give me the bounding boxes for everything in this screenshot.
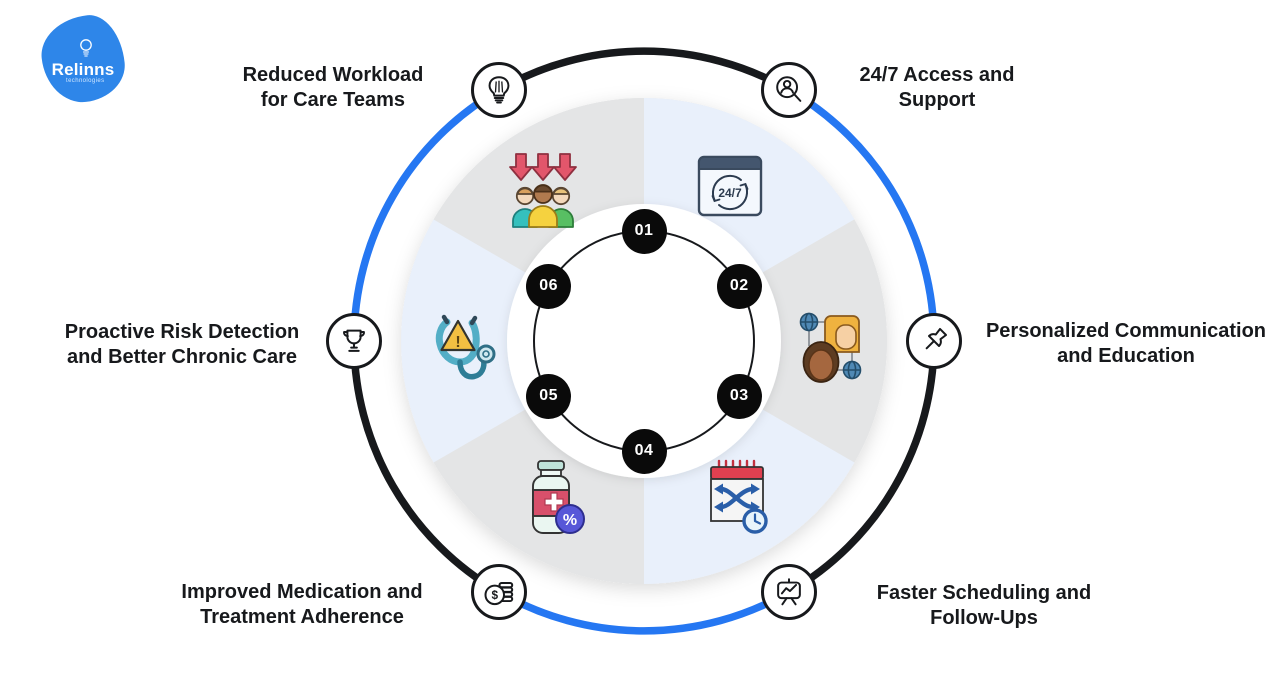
node-access-support: [761, 62, 817, 118]
trophy-icon: [343, 329, 365, 352]
24-7-browser-icon: 24/7: [697, 155, 763, 217]
person-search-icon: [776, 76, 802, 102]
badge-02: 02: [716, 263, 762, 309]
badge-04: 04: [621, 428, 667, 474]
logo-wordmark: Relinns: [51, 60, 115, 79]
node-medication-adherence: $: [471, 564, 527, 620]
badge-01: 01: [621, 208, 667, 254]
node-faster-scheduling: [761, 564, 817, 620]
badge-number: 04: [634, 442, 654, 459]
badge-number: 05: [539, 387, 559, 404]
label-medication-adherence: Improved Medication and Treatment Adhere…: [162, 580, 442, 630]
badge-number: 03: [729, 387, 749, 404]
dollar-sign: $: [491, 588, 498, 602]
label-line: Improved Medication and: [181, 581, 423, 603]
node-reduced-workload: [471, 62, 527, 118]
people-network-icon: [799, 312, 862, 383]
badge-number: 02: [729, 277, 749, 294]
lightbulb-icon: [488, 76, 510, 104]
label-line: Follow-Ups: [930, 607, 1038, 629]
label-access-support: 24/7 Access and Support: [817, 63, 1057, 113]
label-faster-scheduling: Faster Scheduling and Follow-Ups: [864, 581, 1104, 631]
logo-tagline: technologies: [66, 78, 105, 84]
dollar-coins-icon: $: [484, 582, 514, 606]
relinns-logo: Relinns technologies: [37, 11, 129, 107]
label-line: Reduced Workload: [242, 64, 424, 86]
pushpin-icon: [925, 327, 948, 350]
label-line: Personalized Communication: [985, 320, 1267, 342]
logo-lightbulb-icon: [80, 39, 92, 57]
label-line: and Education: [1057, 345, 1195, 367]
chart-easel-icon: [777, 578, 801, 606]
badge-03: 03: [716, 373, 762, 419]
logo-blob: [37, 11, 129, 107]
24-7-text: 24/7: [718, 186, 742, 200]
badge-06: 06: [526, 263, 572, 309]
ring-arc-top-black: [497, 47, 791, 94]
label-line: for Care Teams: [260, 89, 406, 111]
label-line: and Better Chronic Care: [66, 346, 298, 368]
label-line: 24/7 Access and: [859, 64, 1015, 86]
node-personalized-communication: [906, 313, 962, 369]
exclamation-mark: !: [455, 334, 460, 351]
label-personalized-communication: Personalized Communication and Education: [976, 319, 1276, 369]
node-risk-detection: [326, 313, 382, 369]
percent-sign: %: [563, 512, 577, 529]
stethoscope-warning-icon: !: [435, 314, 496, 380]
label-line: Proactive Risk Detection: [64, 321, 300, 343]
label-line: Treatment Adherence: [200, 606, 404, 628]
badge-number: 06: [539, 277, 559, 294]
label-line: Faster Scheduling and: [876, 582, 1092, 604]
badge-number: 01: [634, 222, 654, 239]
ring-arc-lower-left-black: [350, 340, 501, 596]
workforce-arrows-down-icon: [509, 153, 577, 228]
label-risk-detection: Proactive Risk Detection and Better Chro…: [42, 320, 322, 370]
medicine-bottle-percent-icon: %: [532, 460, 585, 534]
ring-arc-lower-right-black: [787, 340, 938, 596]
inner-circle: [533, 230, 755, 452]
ring-arc-bottom-blue: [497, 588, 791, 635]
label-reduced-workload: Reduced Workload for Care Teams: [203, 63, 463, 113]
label-line: Support: [898, 89, 976, 111]
ring-arc-upper-left-blue: [350, 86, 501, 342]
badge-05: 05: [526, 373, 572, 419]
ring-arc-upper-right-blue: [787, 86, 938, 342]
calendar-shuffle-clock-icon: [710, 459, 768, 534]
